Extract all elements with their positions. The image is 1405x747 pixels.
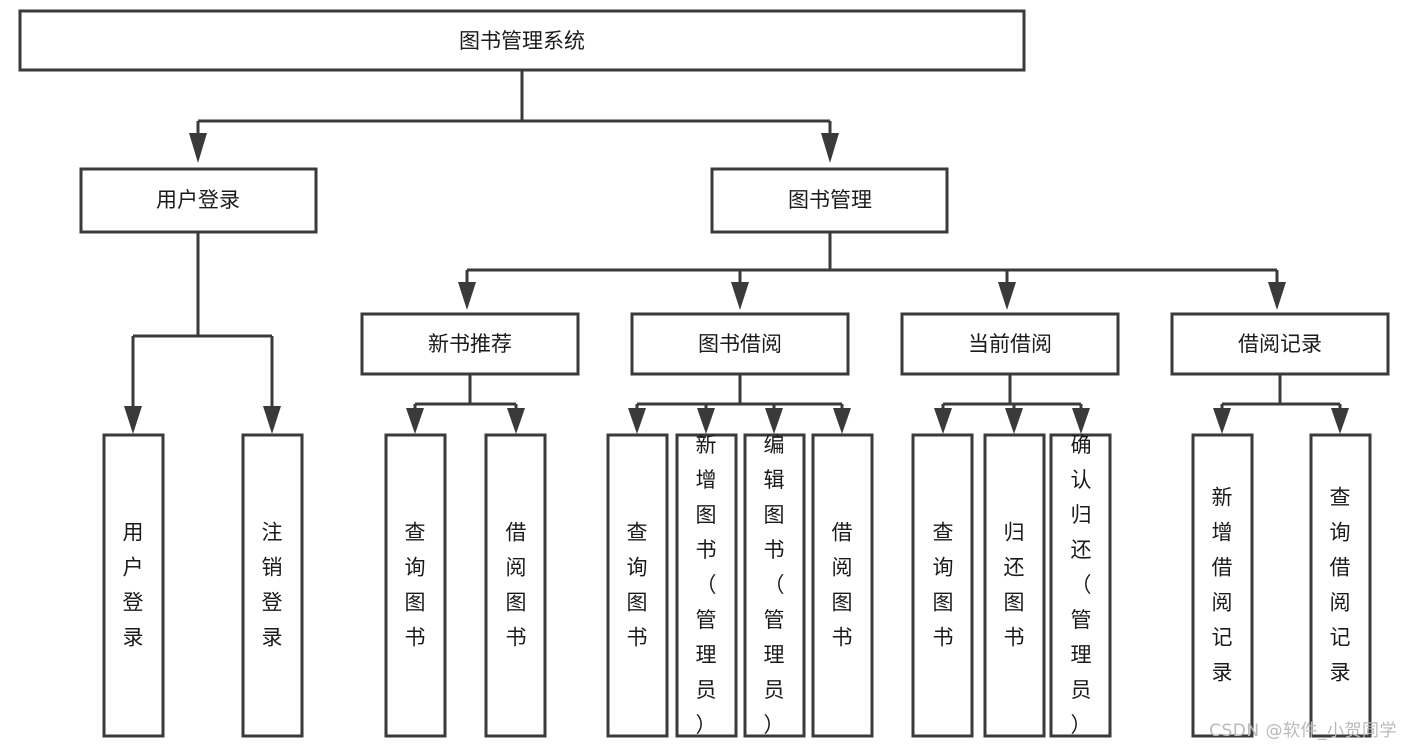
arrow-head-icon (507, 408, 525, 434)
node-root-system[interactable]: 图书管理系统 (18, 9, 1026, 72)
arrow-head-icon (1331, 408, 1349, 434)
arrow-head-icon (406, 408, 424, 434)
node-new-book-recommend-box[interactable] (360, 312, 580, 376)
node-leaf-borrow-book-2[interactable]: 借阅图书 (811, 433, 874, 738)
arrow-head-icon (697, 408, 715, 434)
node-new-book-recommend[interactable]: 新书推荐 (360, 312, 580, 376)
node-book-management[interactable]: 图书管理 (710, 167, 949, 234)
arrow-head-icon (1213, 408, 1231, 434)
node-leaf-query-borrow-record[interactable]: 查询借阅记录 (1309, 433, 1372, 738)
node-leaf-borrow-book-2-label: 借阅图书 (832, 521, 853, 650)
arrow-head-icon (731, 282, 749, 310)
node-leaf-borrow-book-1[interactable]: 借阅图书 (484, 433, 547, 738)
node-leaf-logout-box[interactable] (241, 433, 304, 738)
node-leaf-query-borrow-record-label: 查询借阅记录 (1330, 486, 1351, 685)
node-book-borrow[interactable]: 图书借阅 (630, 312, 850, 376)
node-leaf-query-book-1-box[interactable] (384, 433, 447, 738)
node-book-management-label: 图书管理 (788, 188, 872, 212)
node-leaf-user-login[interactable]: 用户登录 (102, 433, 165, 738)
arrow-head-icon (833, 408, 851, 434)
node-leaf-query-book-1[interactable]: 查询图书 (384, 433, 447, 738)
arrow-head-icon (998, 282, 1016, 310)
node-leaf-confirm-return-admin-box[interactable] (1049, 433, 1112, 738)
node-leaf-add-book-admin-box[interactable] (675, 433, 738, 738)
node-leaf-add-borrow-record-box[interactable] (1191, 433, 1254, 738)
node-leaf-query-book-3-label: 查询图书 (933, 521, 954, 650)
node-current-borrow-box[interactable] (900, 312, 1120, 376)
arrow-head-icon (934, 408, 952, 434)
node-book-borrow-label: 图书借阅 (698, 332, 782, 356)
node-book-borrow-box[interactable] (630, 312, 850, 376)
node-leaf-user-login-box[interactable] (102, 433, 165, 738)
node-leaf-borrow-book-1-box[interactable] (484, 433, 547, 738)
arrow-head-icon (1268, 282, 1286, 310)
arrow-head-icon (628, 408, 646, 434)
node-root-label: 图书管理系统 (459, 29, 585, 53)
node-leaf-borrow-book-2-box[interactable] (811, 433, 874, 738)
arrow-head-icon (458, 282, 476, 310)
edges-layer (124, 70, 1349, 434)
node-leaf-return-book[interactable]: 归还图书 (983, 433, 1046, 738)
node-current-borrow[interactable]: 当前借阅 (900, 312, 1120, 376)
nodes-layer: 图书管理系统 用户登录 图书管理 新书推荐 图书借阅 当前 (18, 9, 1390, 738)
arrow-head-icon (821, 133, 839, 163)
node-leaf-query-book-3-box[interactable] (911, 433, 974, 738)
node-leaf-query-book-3[interactable]: 查询图书 (911, 433, 974, 738)
node-leaf-query-book-2-box[interactable] (606, 433, 669, 738)
node-user-login-label: 用户登录 (156, 188, 240, 212)
node-current-borrow-label: 当前借阅 (968, 332, 1052, 356)
node-leaf-query-book-2-label: 查询图书 (627, 521, 648, 650)
node-leaf-edit-book-admin[interactable]: 编辑图书（管理员） (743, 433, 806, 738)
arrow-head-icon (1072, 408, 1090, 434)
node-leaf-logout-label: 注销登录 (262, 521, 283, 650)
node-user-login[interactable]: 用户登录 (79, 167, 318, 234)
arrow-head-icon (765, 408, 783, 434)
node-leaf-add-borrow-record[interactable]: 新增借阅记录 (1191, 433, 1254, 738)
node-leaf-confirm-return-admin[interactable]: 确认归还（管理员） (1049, 433, 1112, 738)
arrow-head-icon (124, 406, 142, 434)
node-leaf-add-book-admin[interactable]: 新增图书（管理员） (675, 433, 738, 738)
node-root-box[interactable] (18, 9, 1026, 72)
node-leaf-add-book-admin-label: 新增图书（管理员） (696, 433, 717, 737)
node-leaf-query-borrow-record-box[interactable] (1309, 433, 1372, 738)
node-new-book-recommend-label: 新书推荐 (428, 332, 512, 356)
node-leaf-add-borrow-record-label: 新增借阅记录 (1212, 486, 1233, 685)
node-leaf-edit-book-admin-box[interactable] (743, 433, 806, 738)
node-borrow-records[interactable]: 借阅记录 (1170, 312, 1390, 376)
node-borrow-records-box[interactable] (1170, 312, 1390, 376)
node-borrow-records-label: 借阅记录 (1238, 332, 1322, 356)
arrow-head-icon (1005, 408, 1023, 434)
node-leaf-query-book-1-label: 查询图书 (405, 521, 426, 650)
node-book-management-box[interactable] (710, 167, 949, 234)
node-leaf-return-book-box[interactable] (983, 433, 1046, 738)
node-leaf-confirm-return-admin-label: 确认归还（管理员） (1071, 433, 1092, 737)
node-user-login-box[interactable] (79, 167, 318, 234)
arrow-head-icon (263, 406, 281, 434)
arrow-head-icon (189, 133, 207, 163)
node-leaf-query-book-2[interactable]: 查询图书 (606, 433, 669, 738)
node-leaf-return-book-label: 归还图书 (1004, 521, 1025, 650)
node-leaf-user-login-label: 用户登录 (123, 521, 144, 650)
node-leaf-edit-book-admin-label: 编辑图书（管理员） (764, 433, 785, 737)
node-leaf-borrow-book-1-label: 借阅图书 (506, 521, 527, 650)
node-leaf-logout[interactable]: 注销登录 (241, 433, 304, 738)
